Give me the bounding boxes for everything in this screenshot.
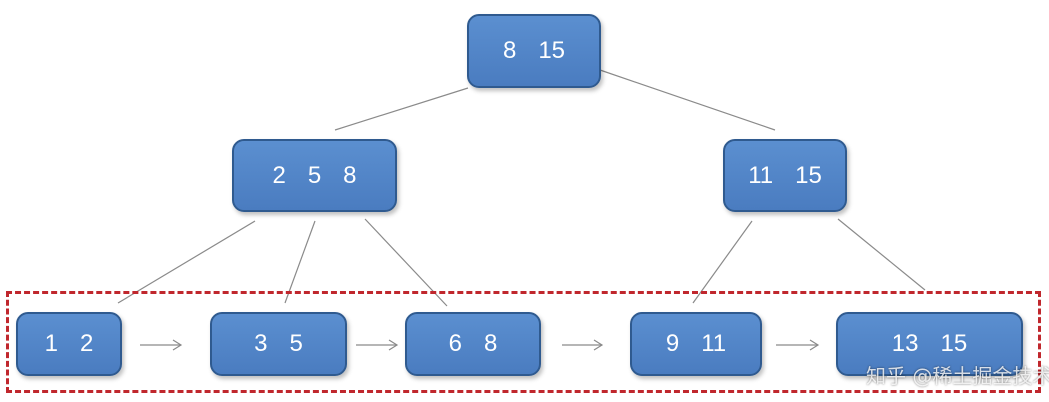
node-key: 15 — [795, 161, 822, 189]
node-key: 3 — [254, 330, 268, 357]
leaf-arrow-3 — [562, 339, 604, 351]
internal-node-right: 11 15 — [723, 139, 847, 212]
edge-root-to-internal-left — [334, 87, 469, 131]
node-key: 15 — [538, 37, 566, 64]
node-key: 11 — [748, 161, 774, 189]
node-key: 15 — [940, 330, 968, 357]
edge-internal-left-to-leaf-1 — [117, 220, 256, 304]
internal-node-left: 2 5 8 — [232, 139, 397, 212]
node-key: 8 — [502, 37, 517, 64]
leaf-node-4: 9 11 — [630, 312, 762, 376]
node-key: 2 — [80, 330, 94, 357]
node-key: 1 — [44, 330, 58, 357]
leaf-arrow-2 — [356, 339, 399, 351]
leaf-arrow-1 — [140, 339, 183, 351]
node-key: 2 — [272, 161, 286, 189]
node-key: 13 — [891, 330, 919, 357]
node-key: 8 — [484, 330, 498, 357]
watermark: 知乎 @稀土掘金技术社区 — [866, 364, 1049, 388]
edge-internal-right-to-leaf-4 — [692, 220, 753, 304]
node-key: 8 — [343, 161, 357, 189]
edge-internal-left-to-leaf-2 — [284, 220, 316, 304]
node-key: 11 — [701, 330, 727, 357]
root-node: 8 15 — [467, 14, 601, 88]
leaf-node-3: 6 8 — [405, 312, 541, 376]
edge-internal-right-to-leaf-5 — [837, 218, 926, 291]
edge-root-to-internal-right — [599, 69, 776, 131]
leaf-node-1: 1 2 — [16, 312, 122, 376]
leaf-node-2: 3 5 — [210, 312, 347, 376]
node-key: 6 — [448, 330, 462, 357]
leaf-arrow-4 — [776, 339, 820, 351]
leaf-level-frame — [6, 291, 1041, 393]
leaf-node-5: 13 15 — [836, 312, 1023, 376]
node-key: 5 — [289, 330, 303, 357]
node-key: 5 — [307, 161, 322, 189]
node-key: 9 — [665, 330, 680, 357]
